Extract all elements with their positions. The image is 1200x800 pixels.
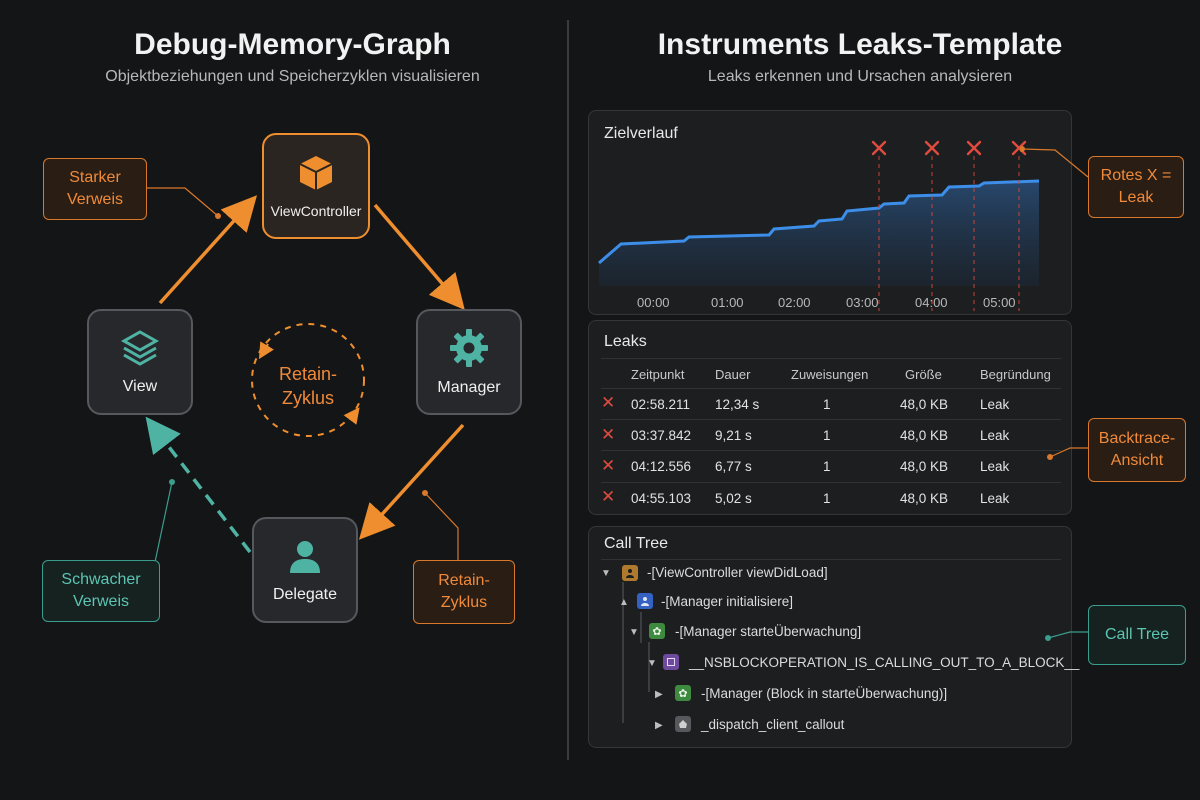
cell-duration: 6,77 s bbox=[715, 459, 752, 474]
memory-graph-subtitle: Objektbeziehungen und Speicherzyklen vis… bbox=[105, 68, 480, 85]
instruments-subtitle: Leaks erkennen und Ursachen analysieren bbox=[707, 68, 1013, 85]
leak-markers bbox=[871, 140, 1027, 156]
calltree-row[interactable]: -[ViewController viewDidLoad] bbox=[647, 565, 828, 580]
memory-graph-title: Debug-Memory-Graph bbox=[134, 28, 451, 61]
node-delegate[interactable]: Delegate bbox=[252, 517, 358, 623]
col-header[interactable]: Zeitpunkt bbox=[631, 367, 685, 382]
col-header[interactable]: Begründung bbox=[980, 367, 1051, 382]
retain-cycle-circle bbox=[251, 323, 365, 437]
col-header[interactable]: Dauer bbox=[715, 367, 751, 382]
cell-reason: Leak bbox=[980, 397, 1010, 412]
person-icon bbox=[290, 541, 320, 573]
disclosure-triangle-icon[interactable]: ▼ bbox=[629, 627, 639, 638]
cell-size: 48,0 KB bbox=[900, 428, 949, 443]
cell-size: 48,0 KB bbox=[900, 491, 949, 506]
arrow-viewcontroller-to-manager bbox=[373, 203, 465, 310]
retain-cycle-label: Retain- Zyklus bbox=[278, 364, 338, 408]
tick-label: 01:00 bbox=[711, 295, 744, 310]
leaks-panel[interactable]: Leaks Zeitpunkt Dauer Zuweisungen Größe … bbox=[588, 320, 1072, 515]
gear-icon: ✿ bbox=[649, 623, 665, 639]
col-header[interactable]: Größe bbox=[905, 367, 942, 382]
leaks-title: Leaks bbox=[604, 333, 647, 350]
callout-strong-reference: Starker Verweis bbox=[43, 158, 147, 220]
person-icon bbox=[622, 565, 638, 581]
cell-reason: Leak bbox=[980, 459, 1010, 474]
node-viewcontroller-label: ViewController bbox=[270, 203, 362, 219]
node-manager-label: Manager bbox=[437, 379, 501, 396]
cell-allocations: 1 bbox=[823, 491, 831, 506]
instruments-leaders bbox=[1020, 146, 1089, 641]
tick-label: 05:00 bbox=[983, 295, 1016, 310]
calltree-row[interactable]: __NSBLOCKOPERATION_IS_CALLING_OUT_TO_A_B… bbox=[689, 655, 1080, 670]
tick-label: 02:00 bbox=[778, 295, 811, 310]
timeline-title: Zielverlauf bbox=[604, 125, 678, 142]
section-divider bbox=[567, 20, 569, 760]
arrow-delegate-to-view-weak bbox=[145, 416, 252, 554]
node-delegate-label: Delegate bbox=[272, 586, 338, 603]
node-manager[interactable]: Manager bbox=[416, 309, 522, 415]
cell-allocations: 1 bbox=[823, 428, 831, 443]
person-icon bbox=[637, 593, 653, 609]
leak-x-icon: ✕ bbox=[601, 487, 616, 506]
leader-weak bbox=[126, 481, 173, 563]
cell-time: 03:37.842 bbox=[631, 428, 692, 443]
calltree-panel[interactable]: Call Tree ▼ -[ViewController viewDidLoad… bbox=[588, 526, 1079, 748]
leader-retain bbox=[424, 492, 459, 560]
disclosure-triangle-icon[interactable]: ▼ bbox=[647, 658, 657, 669]
tick-label: 00:00 bbox=[637, 295, 670, 310]
cell-allocations: 1 bbox=[823, 459, 831, 474]
cell-time: 04:12.556 bbox=[631, 459, 692, 474]
instruments-title: Instruments Leaks-Template bbox=[657, 28, 1063, 61]
disclosure-triangle-icon[interactable]: ▶ bbox=[655, 689, 663, 700]
block-icon bbox=[663, 654, 679, 670]
callout-weak-reference: Schwacher Verweis bbox=[42, 560, 160, 622]
calltree-row[interactable]: -[Manager initialisiere] bbox=[661, 594, 794, 609]
cell-time: 04:55.103 bbox=[631, 491, 692, 506]
calltree-title: Call Tree bbox=[604, 535, 669, 552]
leader-strong bbox=[147, 187, 219, 217]
callout-backtrace-view: Backtrace- Ansicht bbox=[1088, 418, 1186, 482]
callout-retain-cycle: Retain- Zyklus bbox=[413, 560, 515, 624]
disclosure-triangle-icon[interactable]: ▼ bbox=[601, 568, 611, 579]
callout-red-x-leak: Rotes X = Leak bbox=[1088, 156, 1184, 218]
disclosure-triangle-icon[interactable]: ▶ bbox=[655, 720, 663, 731]
home-icon bbox=[675, 716, 691, 732]
leak-x-icon: ✕ bbox=[601, 456, 616, 475]
leak-x-icon: ✕ bbox=[601, 425, 616, 444]
cell-size: 48,0 KB bbox=[900, 459, 949, 474]
cell-reason: Leak bbox=[980, 428, 1010, 443]
gear-icon: ✿ bbox=[675, 685, 691, 701]
node-view-label: View bbox=[122, 378, 158, 395]
layers-icon bbox=[120, 330, 160, 366]
cell-size: 48,0 KB bbox=[900, 397, 949, 412]
calltree-row[interactable]: -[Manager starteÜberwachung] bbox=[675, 624, 862, 639]
cell-allocations: 1 bbox=[823, 397, 831, 412]
callout-call-tree: Call Tree bbox=[1088, 605, 1186, 665]
col-header[interactable]: Zuweisungen bbox=[791, 367, 869, 382]
cell-duration: 9,21 s bbox=[715, 428, 752, 443]
cube-icon bbox=[299, 156, 333, 190]
cell-duration: 12,34 s bbox=[715, 397, 760, 412]
tick-label: 03:00 bbox=[846, 295, 879, 310]
tick-label: 04:00 bbox=[915, 295, 948, 310]
node-view[interactable]: View bbox=[87, 309, 193, 415]
cell-duration: 5,02 s bbox=[715, 491, 752, 506]
cell-reason: Leak bbox=[980, 491, 1010, 506]
cell-time: 02:58.211 bbox=[631, 397, 691, 412]
node-viewcontroller[interactable]: ViewController bbox=[262, 133, 370, 239]
timeline-panel[interactable]: Zielverlauf 00:00 01:00 02:00 03:00 04:0… bbox=[588, 110, 1072, 315]
arrow-view-to-viewcontroller bbox=[158, 195, 258, 305]
calltree-row[interactable]: _dispatch_client_callout bbox=[701, 717, 845, 732]
arrow-manager-to-delegate bbox=[358, 423, 465, 540]
tree-guides bbox=[622, 582, 650, 723]
leak-x-icon: ✕ bbox=[601, 393, 616, 412]
disclosure-triangle-icon[interactable]: ▲ bbox=[619, 597, 629, 608]
calltree-row[interactable]: -[Manager (Block in starteÜberwachung)] bbox=[701, 686, 948, 701]
gear-icon bbox=[450, 329, 488, 367]
memory-timeline-graph bbox=[598, 140, 1040, 311]
